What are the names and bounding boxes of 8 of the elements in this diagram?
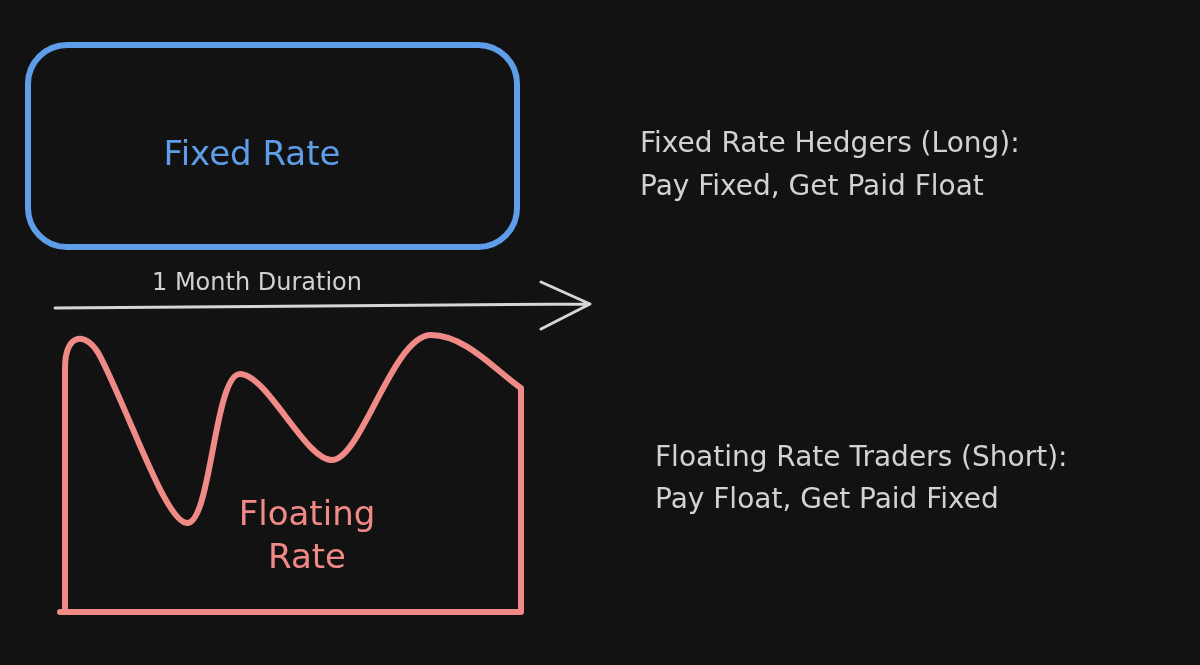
box-label: Fixed Rate (162, 132, 342, 175)
note-text: Pay Fixed, Get Paid Float (640, 169, 984, 203)
shape-label: Floating Rate (237, 492, 377, 577)
arrow-label: 1 Month Duration (152, 268, 362, 297)
note-heading: Floating Rate Traders (Short): (655, 440, 1068, 474)
note-heading: Fixed Rate Hedgers (Long): (640, 126, 1020, 160)
note-text: Pay Float, Get Paid Fixed (655, 482, 999, 516)
rounded-box (25, 42, 520, 250)
